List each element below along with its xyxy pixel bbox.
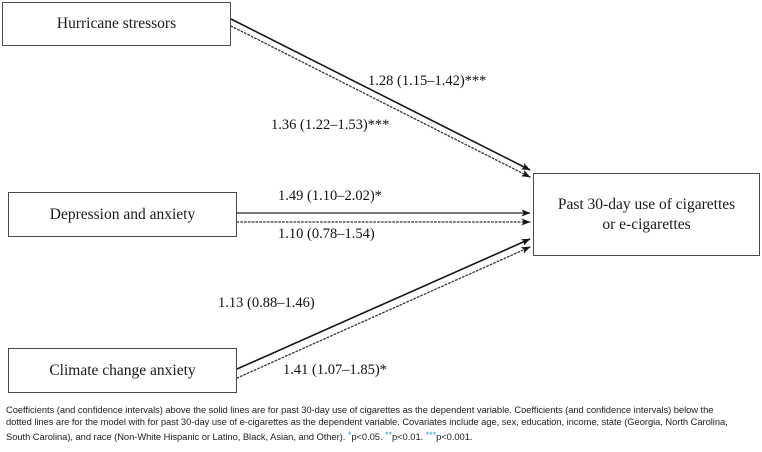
significance-marker-p01: ** — [385, 429, 392, 440]
caption-covariates-text: South Carolina), and race (Non-White His… — [6, 430, 348, 442]
node-outcome-label-line2: or e-cigarettes — [602, 215, 691, 233]
figure-caption: Coefficients (and confidence intervals) … — [6, 404, 756, 443]
edge-label-climate-ecigarettes: 1.41 (1.07–1.85)* — [283, 362, 387, 378]
node-depression-anxiety[interactable]: Depression and anxiety — [8, 192, 237, 237]
edge-label-depression-ecigarettes: 1.10 (0.78–1.54) — [278, 226, 375, 242]
edge-hurricane-ecigarettes-dotted — [230, 25, 531, 178]
significance-text-p001: p<0.001. — [436, 430, 473, 442]
node-climate-change-anxiety[interactable]: Climate change anxiety — [8, 348, 237, 393]
caption-line-1: Coefficients (and confidence intervals) … — [6, 404, 714, 415]
node-hurricane-stressors[interactable]: Hurricane stressors — [2, 2, 231, 46]
node-depression-anxiety-label: Depression and anxiety — [49, 205, 196, 223]
edge-label-hurricane-ecigarettes: 1.36 (1.22–1.53)*** — [271, 117, 390, 133]
caption-line-2: dotted lines are for the model with for … — [6, 416, 728, 428]
significance-text-p05: p<0.05. — [351, 430, 386, 442]
node-climate-change-anxiety-label: Climate change anxiety — [49, 361, 196, 379]
edge-label-depression-cigarettes: 1.49 (1.10–2.02)* — [278, 188, 382, 204]
edge-label-climate-cigarettes: 1.13 (0.88–1.46) — [218, 295, 315, 311]
edge-hurricane-cigarettes-solid — [230, 18, 531, 171]
significance-text-p01: p<0.01. — [391, 430, 426, 442]
edge-climate-cigarettes-solid — [236, 238, 531, 370]
edge-climate-ecigarettes-dotted — [236, 246, 531, 379]
caption-line-3: South Carolina), and race (Non-White His… — [6, 429, 756, 443]
node-outcome-label-line1: Past 30-day use of cigarettes — [557, 196, 736, 214]
significance-marker-p001: *** — [425, 429, 437, 440]
node-outcome-past-30-day-use[interactable]: Past 30-day use of cigarettes or e-cigar… — [533, 173, 760, 256]
significance-marker-p05: * — [347, 429, 352, 440]
edge-label-hurricane-cigarettes: 1.28 (1.15–1.42)*** — [368, 73, 487, 89]
node-hurricane-stressors-label: Hurricane stressors — [56, 15, 177, 33]
